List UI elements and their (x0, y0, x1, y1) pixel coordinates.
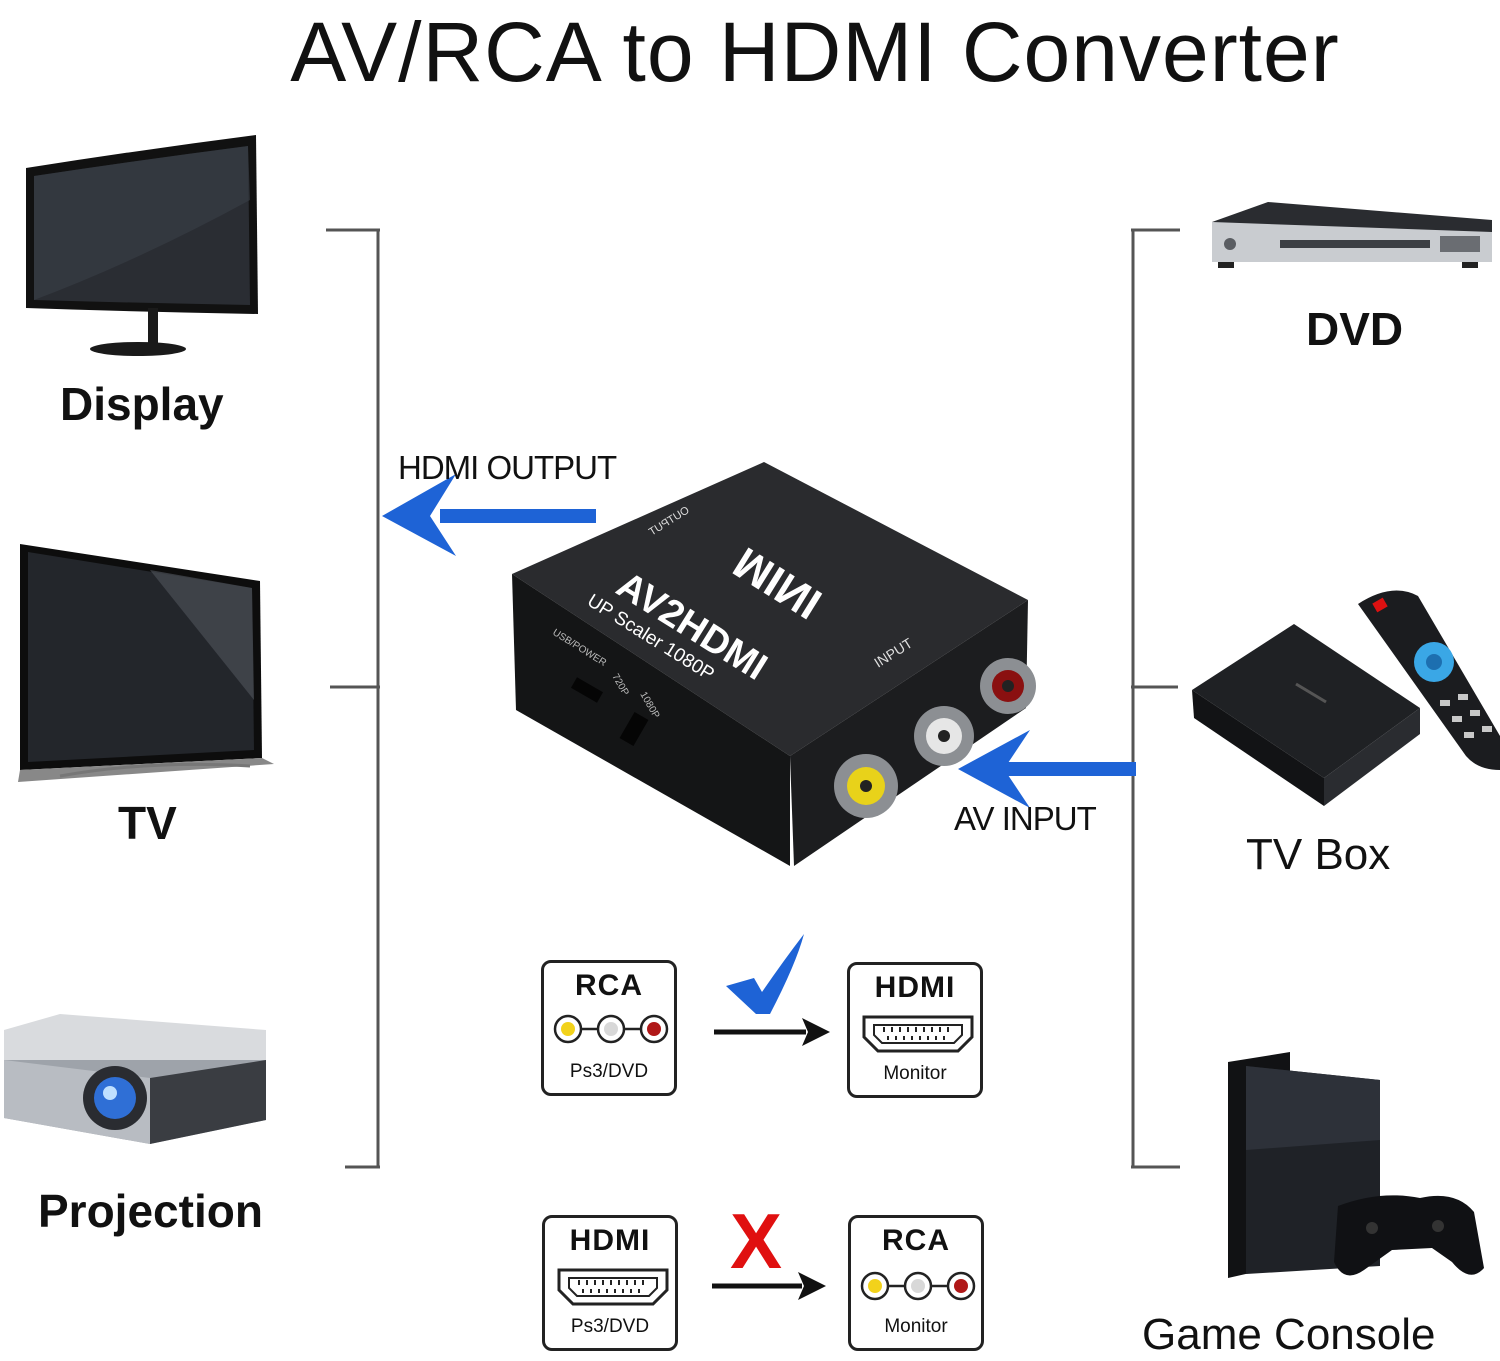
resolution-switch[interactable] (619, 712, 649, 746)
rca-connectors-icon (860, 1271, 976, 1301)
card-rca-source: RCA Ps3/DVD (541, 960, 677, 1096)
dvd-player-icon (1212, 202, 1492, 268)
hdmi-port-icon (862, 1015, 974, 1053)
projector-icon (4, 1014, 266, 1144)
hdmi-output-arrow (382, 474, 596, 556)
av-input-label: AV INPUT (954, 800, 1097, 837)
av-input-arrow (958, 730, 1136, 808)
label-dvd: DVD (1306, 303, 1404, 355)
label-game-console: Game Console (1142, 1310, 1436, 1359)
label-tv-box: TV Box (1246, 830, 1391, 879)
card-header: HDMI (874, 971, 956, 1004)
remote-control-icon (1358, 590, 1500, 770)
hdmi-port-icon (557, 1268, 669, 1306)
left-bracket (326, 228, 380, 1169)
rca-jack-red (980, 658, 1036, 714)
rca-jack-white (914, 706, 974, 766)
tv-icon (18, 544, 274, 782)
card-header: HDMI (569, 1224, 651, 1257)
rca-jack-yellow (834, 754, 898, 818)
tv-box-icon (1192, 624, 1420, 806)
right-bracket (1131, 228, 1180, 1169)
check-icon (726, 934, 804, 1014)
hdmi-output-label: HDMI OUTPUT (398, 449, 617, 486)
label-tv: TV (118, 797, 177, 849)
label-display: Display (60, 378, 224, 430)
card-hdmi-source: HDMI Ps3/DVD (542, 1215, 678, 1351)
x-mark-icon: X (730, 1197, 782, 1285)
label-projection: Projection (38, 1185, 263, 1237)
rca-connectors-icon (553, 1014, 669, 1044)
card-hdmi-target: HDMI Monitor (847, 962, 983, 1098)
unsupported-arrow (712, 1272, 826, 1300)
usb-port (571, 677, 603, 703)
card-header: RCA (882, 1224, 950, 1257)
card-footer: Ps3/DVD (569, 1061, 649, 1082)
monitor-icon (26, 135, 258, 356)
game-console-icon (1228, 1052, 1484, 1278)
page-title: AV/RCA to HDMI Converter (290, 5, 1340, 99)
converter-box (512, 462, 1036, 866)
card-rca-target: RCA Monitor (848, 1215, 984, 1351)
supported-arrow (714, 1018, 830, 1046)
card-footer: Ps3/DVD (570, 1316, 650, 1337)
card-footer: Monitor (883, 1063, 947, 1084)
card-footer: Monitor (884, 1316, 948, 1337)
card-header: RCA (575, 969, 643, 1002)
